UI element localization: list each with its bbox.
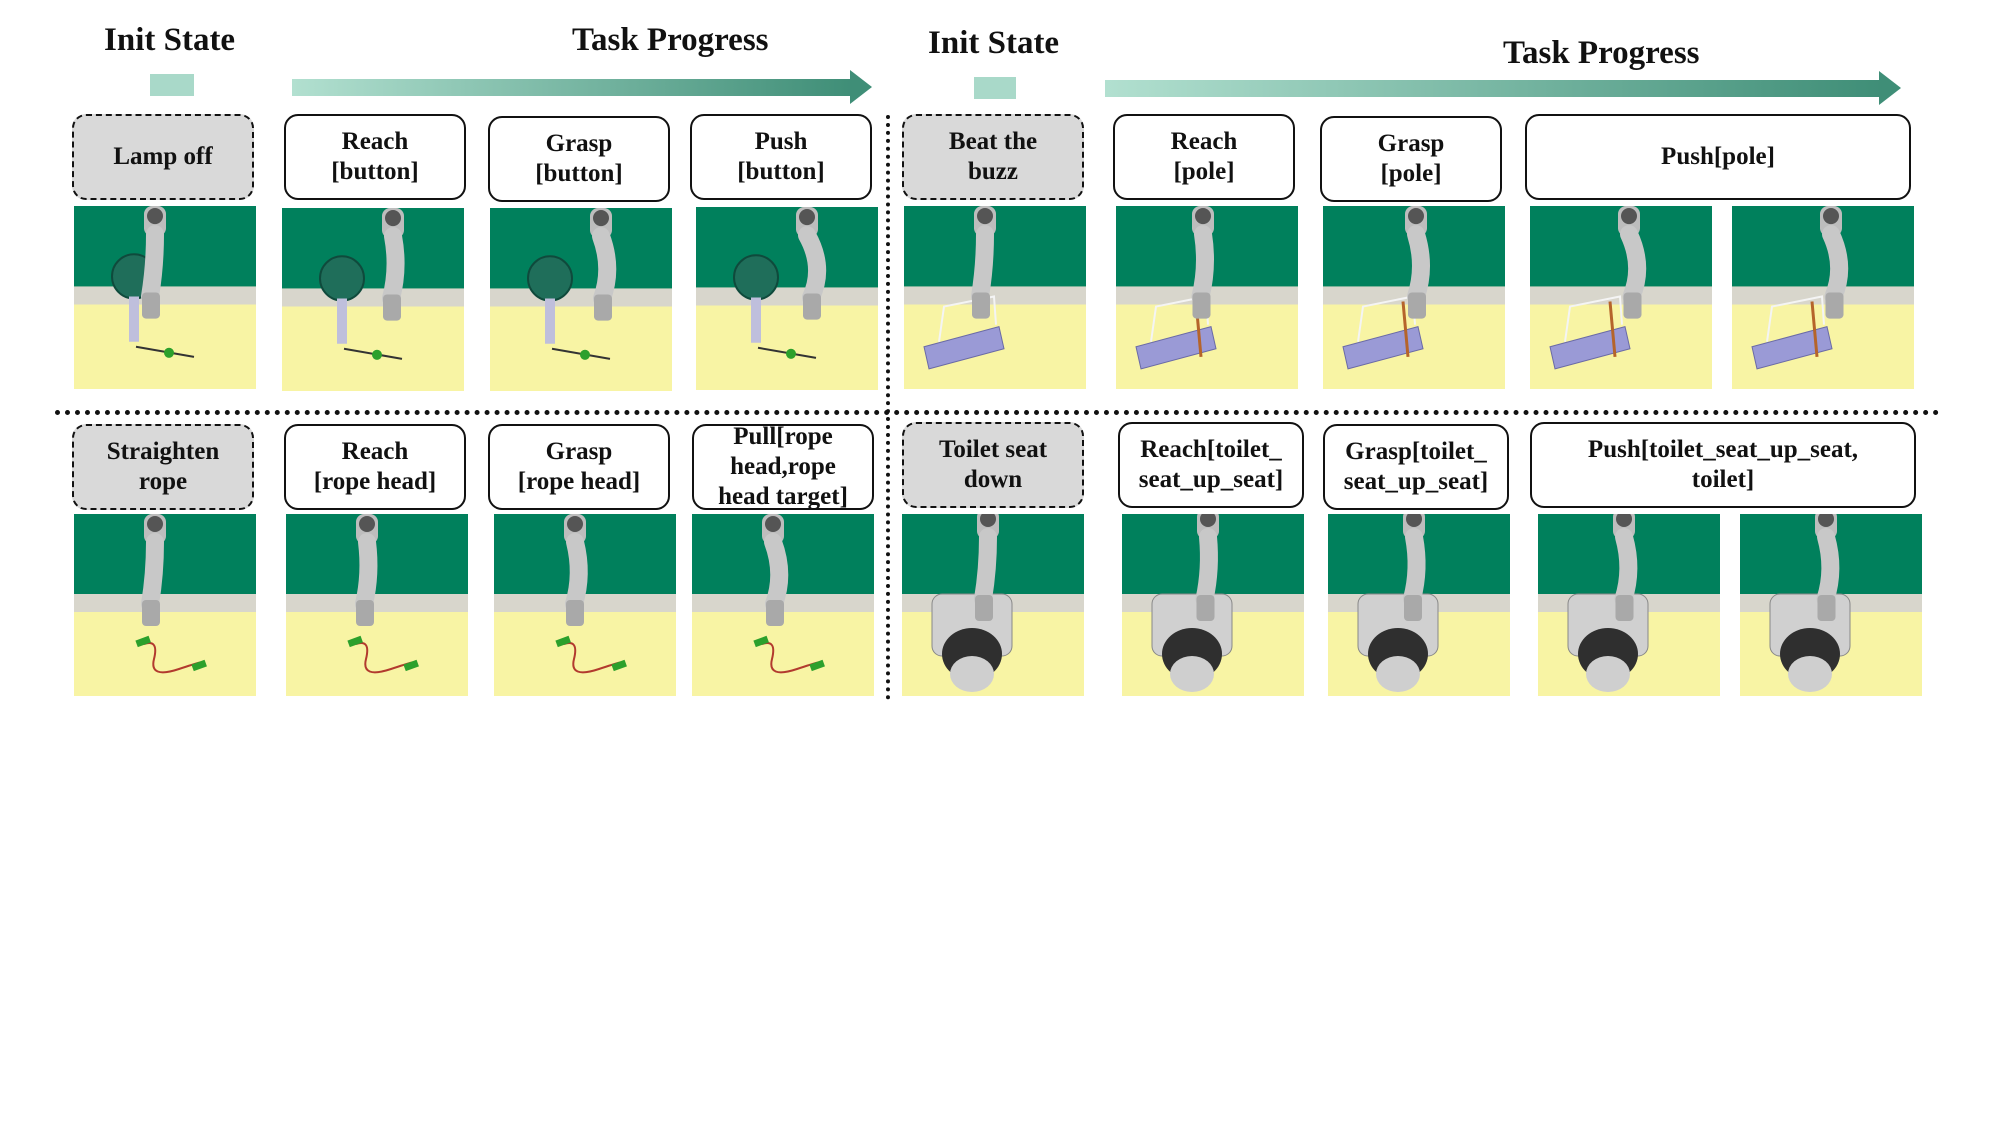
- step-label-push-pole: Push[pole]: [1525, 114, 1911, 200]
- step-label-grasp-toilet-seat: Grasp[toilet_ seat_up_seat]: [1323, 424, 1509, 510]
- scene-lamp-grasp: [490, 208, 672, 391]
- robot-arm: [141, 514, 166, 626]
- scene-lamp-init: [74, 206, 256, 389]
- row-divider: [55, 410, 1940, 415]
- step-label-reach-pole: Reach [pole]: [1113, 114, 1295, 200]
- step-label-pull-rope-head: Pull[rope head,rope head target]: [692, 424, 874, 510]
- robot-arm: [974, 514, 999, 621]
- robot-arm: [1613, 514, 1638, 621]
- left-progress-arrow: [292, 70, 872, 104]
- init-label-beat-the-buzz: Beat the buzz: [902, 114, 1084, 200]
- step-label-grasp-pole: Grasp [pole]: [1320, 116, 1502, 202]
- column-divider: [886, 115, 890, 700]
- robot-arm: [1403, 514, 1426, 621]
- robot-arm: [1618, 206, 1647, 319]
- step-label-grasp-rope-head: Grasp [rope head]: [488, 424, 670, 510]
- init-label-straighten-rope: Straighten rope: [72, 424, 254, 510]
- robot-arm: [796, 207, 827, 320]
- left-init-state-title: Init State: [104, 22, 236, 58]
- scene-toilet-grasp: [1328, 514, 1510, 696]
- robot-arm: [355, 514, 378, 626]
- scene-rope-pull: [692, 514, 874, 696]
- left-init-chip: [150, 74, 194, 96]
- step-label-reach-toilet-seat: Reach[toilet_ seat_up_seat]: [1118, 422, 1304, 508]
- left-task-progress-title: Task Progress: [572, 22, 769, 58]
- right-init-chip: [974, 77, 1016, 99]
- robot-arm: [1195, 514, 1219, 621]
- scene-toilet-push-2: [1740, 514, 1922, 696]
- scene-buzz-grasp: [1323, 206, 1505, 389]
- robot-arm: [971, 206, 996, 319]
- scene-rope-init: [74, 514, 256, 696]
- step-label-push-toilet-seat: Push[toilet_seat_up_seat, toilet]: [1530, 422, 1916, 508]
- robot-arm: [382, 208, 405, 321]
- step-label-reach-rope-head: Reach [rope head]: [284, 424, 466, 510]
- scene-buzz-push-1: [1530, 206, 1712, 389]
- robot-arm: [141, 206, 166, 319]
- robot-arm: [1191, 206, 1214, 319]
- robot-arm: [1815, 514, 1840, 621]
- step-label-grasp-button: Grasp [button]: [488, 116, 670, 202]
- robot-arm: [762, 514, 789, 626]
- scene-toilet-reach: [1122, 514, 1304, 696]
- init-label-lamp-off: Lamp off: [72, 114, 254, 200]
- right-init-state-title: Init State: [928, 25, 1060, 61]
- init-label-toilet-seat-down: Toilet seat down: [902, 422, 1084, 508]
- step-label-push-button: Push [button]: [690, 114, 872, 200]
- right-task-progress-title: Task Progress: [1503, 35, 1700, 71]
- robot-arm: [564, 514, 588, 626]
- scene-buzz-init: [904, 206, 1086, 389]
- robot-arm: [1820, 206, 1849, 319]
- robot-arm: [1405, 206, 1430, 319]
- scene-toilet-init: [902, 514, 1084, 696]
- robot-arm: [590, 208, 617, 321]
- scene-toilet-push-1: [1538, 514, 1720, 696]
- scene-lamp-reach: [282, 208, 464, 391]
- scene-lamp-push: [696, 207, 878, 390]
- scene-rope-grasp: [494, 514, 676, 696]
- scene-rope-reach: [286, 514, 468, 696]
- step-label-reach-button: Reach [button]: [284, 114, 466, 200]
- right-progress-arrow: [1105, 71, 1901, 105]
- scene-buzz-push-2: [1732, 206, 1914, 389]
- scene-buzz-reach: [1116, 206, 1298, 389]
